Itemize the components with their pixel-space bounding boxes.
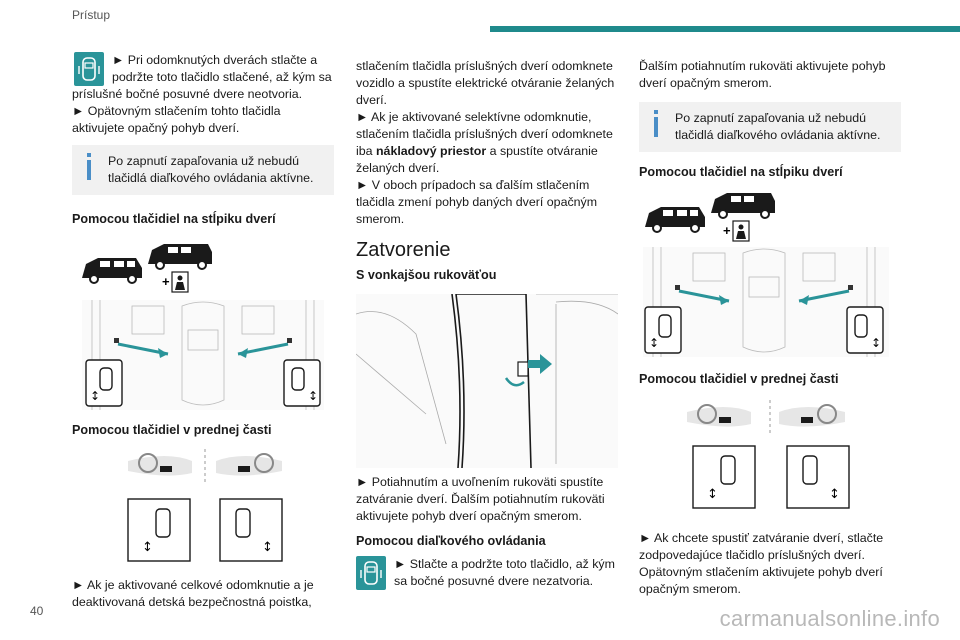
remote-line-3: príslušné bočné posuvné dvere neotvoria. bbox=[72, 87, 303, 101]
left-front-button-icon: ↕ bbox=[127, 498, 191, 562]
info-box: Po zapnutí zapaľovania už nebudú tlačidl… bbox=[639, 102, 901, 152]
column-3: Ďalším potiahnutím rukoväti aktivujete p… bbox=[639, 58, 901, 598]
child-lock-icon bbox=[732, 220, 750, 242]
info-icon bbox=[87, 153, 91, 180]
pillar-buttons-heading: Pomocou tlačidiel na stĺpiku dverí bbox=[639, 165, 843, 179]
continuation-text: stlačením tlačidla príslušných dverí odo… bbox=[356, 59, 615, 107]
svg-text:+: + bbox=[723, 223, 731, 238]
sliding-door-button-icon bbox=[74, 52, 104, 86]
child-lock-icon bbox=[171, 271, 189, 293]
outside-handle-heading: S vonkajšou rukoväťou bbox=[356, 268, 497, 282]
arrow-icon bbox=[117, 342, 289, 358]
remote-close-instruction: ► Stlačte a podržte toto tlačidlo, až ký… bbox=[356, 556, 618, 590]
remote-close-text: ► Stlačte a podržte toto tlačidlo, až ký… bbox=[394, 557, 615, 588]
front-buttons-heading: Pomocou tlačidiel v prednej časti bbox=[639, 372, 839, 386]
column-1: ► Pri odomknutých dverách stlačte a podr… bbox=[72, 52, 334, 611]
remote-line-1: ► Pri odomknutých dverách stlačte a bbox=[112, 53, 318, 67]
right-pillar-button-icon: ↕ bbox=[846, 306, 884, 354]
front-buttons-heading: Pomocou tlačidiel v prednej časti bbox=[72, 423, 272, 437]
right-pillar-button-icon: ↕ bbox=[283, 359, 321, 407]
info-text: Po zapnutí zapaľovania už nebudú tlačidl… bbox=[108, 154, 314, 185]
cargo-area-bold: nákladový priestor bbox=[375, 144, 487, 158]
front-buttons-illustration: ↕ ↕ bbox=[72, 447, 334, 567]
closing-heading: Zatvorenie bbox=[356, 239, 451, 261]
front-buttons-illustration: ↕ ↕ bbox=[639, 398, 901, 518]
svg-text:↕: ↕ bbox=[142, 540, 153, 555]
remote-line-2: podržte toto tlačidlo stlačené, až kým s… bbox=[112, 70, 332, 84]
right-front-button-icon: ↕ bbox=[219, 498, 283, 562]
arrow-icon bbox=[678, 289, 850, 305]
vans-illustration: + bbox=[639, 191, 901, 243]
selective-unlock-text: ► Ak je aktivované selektívne odomknutie… bbox=[356, 110, 613, 175]
header-accent-bar bbox=[490, 26, 960, 32]
passenger-van-icon bbox=[82, 258, 142, 284]
page-number: 40 bbox=[30, 604, 44, 618]
svg-text:↕: ↕ bbox=[90, 389, 100, 403]
svg-text:↕: ↕ bbox=[871, 336, 881, 350]
svg-text:↕: ↕ bbox=[649, 336, 659, 350]
handle-illustration bbox=[356, 294, 618, 468]
left-pillar-button-icon: ↕ bbox=[644, 306, 682, 354]
remote-open-instruction: ► Pri odomknutých dverách stlačte a podr… bbox=[74, 52, 334, 86]
column-2: stlačením tlačidla príslušných dverí odo… bbox=[356, 58, 618, 590]
cargo-van-icon bbox=[711, 193, 775, 219]
svg-text:↕: ↕ bbox=[262, 540, 273, 555]
svg-text:↕: ↕ bbox=[829, 487, 840, 502]
info-box: Po zapnutí zapaľovania už nebudú tlačidl… bbox=[72, 145, 334, 195]
remote-control-heading: Pomocou diaľkového ovládania bbox=[356, 534, 546, 548]
svg-text:↕: ↕ bbox=[707, 487, 718, 502]
both-cases-text: ► V oboch prípadoch sa ďalším stlačením … bbox=[356, 178, 598, 226]
svg-text:+: + bbox=[162, 274, 170, 289]
pillar-buttons-illustration: ↕ ↕ bbox=[72, 300, 334, 412]
steering-wheel-left bbox=[128, 453, 192, 476]
left-pillar-button-icon: ↕ bbox=[85, 359, 123, 407]
svg-text:↕: ↕ bbox=[308, 389, 318, 403]
pillar-buttons-illustration: ↕ ↕ bbox=[639, 247, 901, 359]
pillar-buttons-heading: Pomocou tlačidiel na stĺpiku dverí bbox=[72, 212, 276, 226]
cargo-van-icon bbox=[148, 244, 212, 270]
sliding-door-button-icon bbox=[356, 556, 386, 590]
pull-handle-text: ► Potiahnutím a uvoľnením rukoväti spust… bbox=[356, 475, 605, 523]
watermark: carmanualsonline.info bbox=[719, 606, 940, 631]
arrow-icon bbox=[504, 354, 552, 387]
left-front-button-icon: ↕ bbox=[692, 445, 756, 509]
info-text: Po zapnutí zapaľovania už nebudú tlačidl… bbox=[675, 111, 881, 142]
steering-wheel-right bbox=[216, 453, 282, 476]
close-buttons-text: ► Ak chcete spustiť zatváranie dverí, st… bbox=[639, 531, 884, 596]
info-icon bbox=[654, 110, 658, 137]
total-unlock-text: ► Ak je aktivované celkové odomknutie a … bbox=[72, 578, 314, 609]
handle-again-text: Ďalším potiahnutím rukoväti aktivujete p… bbox=[639, 59, 886, 90]
right-front-button-icon: ↕ bbox=[786, 445, 850, 509]
section-title: Prístup bbox=[72, 8, 111, 22]
vans-illustration: + bbox=[72, 242, 334, 294]
steering-wheel-right bbox=[779, 404, 845, 427]
passenger-van-icon bbox=[645, 207, 705, 233]
repeat-press-text: ► Opätovným stlačením tohto tlačidla akt… bbox=[72, 104, 281, 135]
steering-wheel-left bbox=[687, 404, 751, 427]
